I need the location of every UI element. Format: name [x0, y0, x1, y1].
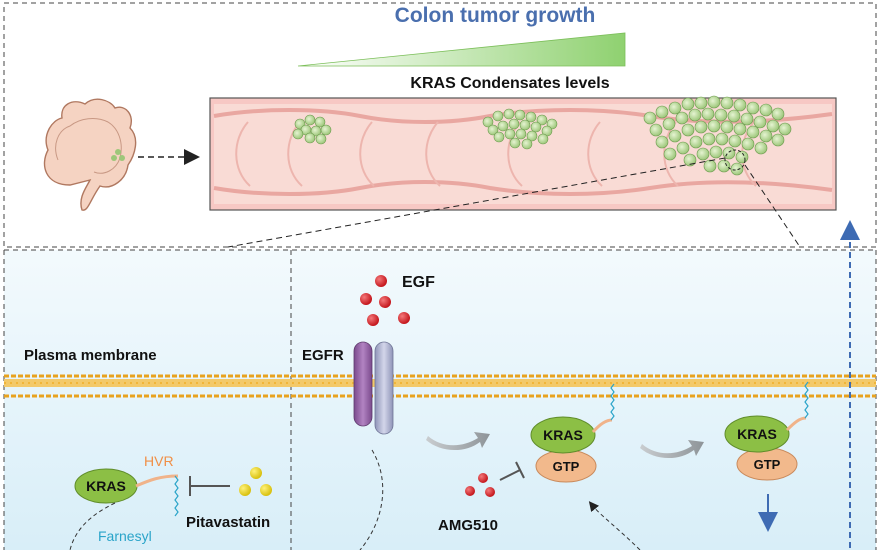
farnesyl-chain-mid — [610, 383, 615, 421]
kras-inactive-label: KRAS — [86, 478, 126, 494]
egfr-receptor — [353, 341, 394, 435]
amg510-label: AMG510 — [438, 517, 498, 534]
farnesyl-chain-right — [804, 381, 809, 419]
gtp-mid-label: GTP — [553, 459, 580, 474]
pitavastatin-label: Pitavastatin — [186, 514, 270, 531]
egfr-signal-path — [359, 449, 384, 550]
egfr-label: EGFR — [302, 347, 344, 364]
hvr-tail-right — [785, 416, 807, 432]
gtp-right-label: GTP — [754, 457, 781, 472]
kras-condensates-label: KRAS Condensates levels — [410, 75, 609, 92]
amg510-inhibition-bar — [499, 461, 525, 481]
kras-right-label: KRAS — [737, 426, 777, 442]
kras-mid-label: KRAS — [543, 427, 583, 443]
kras-gtp-right — [724, 415, 798, 481]
zoom-line-left — [227, 157, 726, 248]
hvr-tail — [135, 474, 179, 488]
kras-gtp-middle — [530, 416, 597, 483]
plasma-membrane — [4, 374, 876, 398]
colon-organ-icon — [43, 98, 137, 211]
pitavastatin-molecules — [239, 467, 272, 496]
activation-arrow-1 — [426, 432, 490, 451]
egf-ligands — [360, 275, 410, 326]
hvr-tail-mid — [591, 418, 613, 433]
plasma-membrane-label: Plasma membrane — [24, 347, 157, 364]
condensate-gradient-wedge — [297, 32, 626, 67]
bottom-panel-background — [4, 250, 876, 550]
zoom-line-right — [744, 164, 801, 248]
activation-arrow-2 — [640, 440, 704, 459]
pitavastatin-inhibition-bar — [189, 476, 230, 496]
farnesyl-chain — [174, 475, 179, 517]
zoom-origin-circle — [724, 149, 746, 171]
kras-left-signal-path — [69, 502, 116, 550]
tumor-cluster-large — [643, 95, 792, 176]
farnesyl-label: Farnesyl — [98, 528, 152, 544]
hvr-label: HVR — [144, 453, 174, 469]
egf-label: EGF — [402, 274, 435, 291]
feedback-path — [588, 501, 641, 550]
title-colon-tumor-growth: Colon tumor growth — [395, 4, 596, 27]
amg510-molecules — [465, 473, 495, 497]
tumor-cluster-small — [292, 114, 332, 145]
tumor-cluster-medium — [482, 108, 558, 150]
